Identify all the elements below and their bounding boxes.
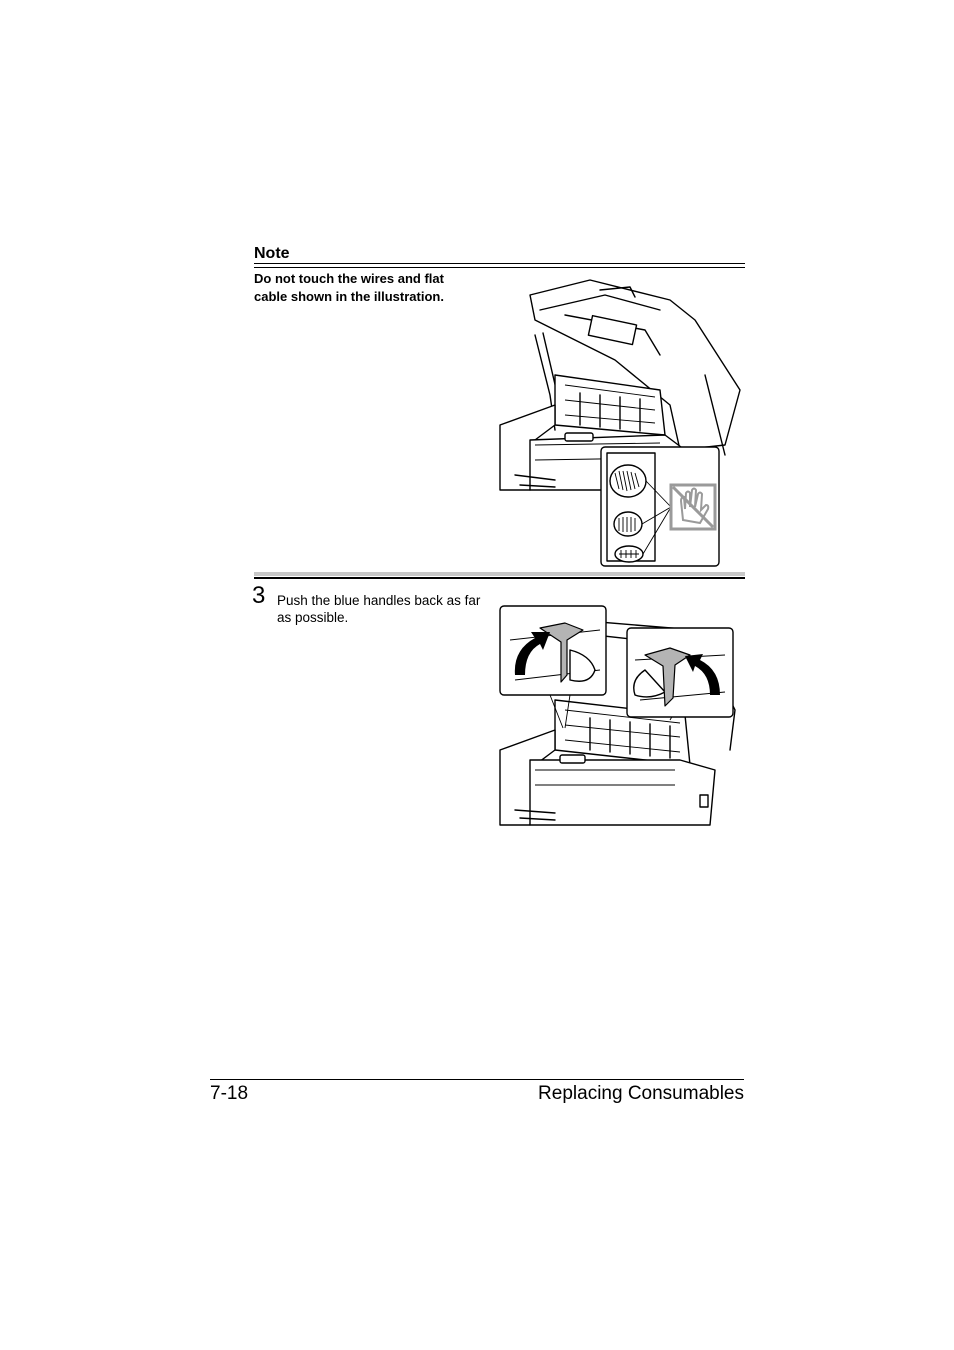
note-rule-bottom (254, 267, 745, 268)
step-illustration (499, 605, 736, 826)
push-arrow-icon (514, 632, 550, 675)
step-number: 3 (252, 582, 266, 609)
step-rule-black (254, 577, 745, 579)
footer-rule (210, 1079, 744, 1080)
do-not-touch-hand-icon (669, 483, 717, 531)
step-rule-gray (254, 572, 745, 576)
page-number: 7-18 (210, 1083, 249, 1104)
note-rule-top (254, 263, 745, 264)
note-text: Do not touch the wires and flat cable sh… (254, 271, 444, 304)
step-text: Push the blue handles back as far as pos… (277, 593, 481, 625)
push-arrow-icon-right (685, 654, 720, 695)
note-heading: Note (254, 245, 290, 262)
note-illustration (499, 279, 741, 567)
section-title: Replacing Consumables (538, 1083, 744, 1104)
